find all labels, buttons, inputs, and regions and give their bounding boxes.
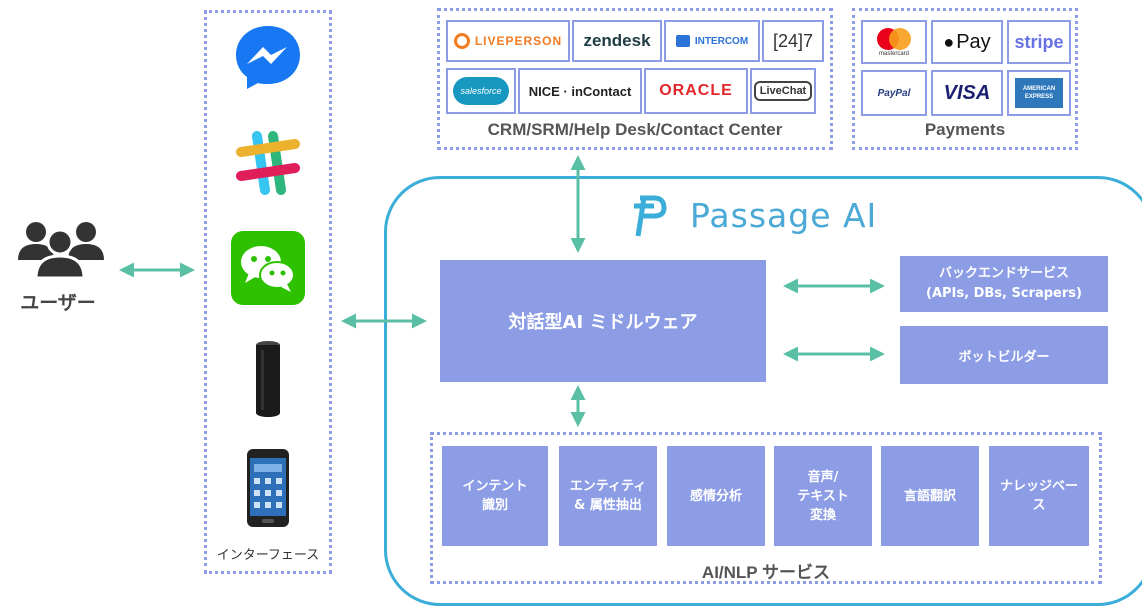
nice-incontact-logo: NICE · inContact [518, 68, 642, 114]
messenger-icon [236, 26, 300, 89]
service-intent: インテント 識別 [442, 446, 548, 546]
slack-icon [236, 131, 300, 195]
service-sentiment: 感情分析 [667, 446, 765, 546]
nlp-caption: AI/NLP サービス [701, 563, 831, 582]
interface-box [204, 10, 332, 574]
intercom-logo: INTERCOM [664, 20, 760, 62]
payments-box [852, 8, 1078, 150]
247-logo: [24]7 [762, 20, 824, 62]
livechat-logo: LiveChat [750, 68, 816, 114]
bot-builder-block: ボットビルダー [900, 326, 1108, 384]
smartphone-icon [247, 449, 289, 527]
stripe-logo: stripe [1007, 20, 1071, 64]
passage-title: Passage AI [690, 196, 878, 235]
users-icon [18, 222, 104, 280]
middleware-block: 対話型AI ミドルウェア [440, 260, 766, 382]
service-knowledge-base: ナレッジベー ス [989, 446, 1089, 546]
oracle-logo: ORACLE [644, 68, 748, 114]
paypal-logo: PayPal [861, 70, 927, 116]
apple-pay-logo: ● Pay [931, 20, 1003, 64]
backend-services-block: バックエンドサービス (APIs, DBs, Scrapers) [900, 256, 1108, 312]
user-label: ユーザー [20, 293, 96, 314]
apple-icon: ● [943, 31, 955, 52]
amazon-echo-icon [256, 341, 280, 417]
mastercard-logo: mastercard [861, 20, 927, 64]
salesforce-logo: salesforce [446, 68, 516, 114]
service-entity: エンティティ & 属性抽出 [559, 446, 657, 546]
interface-label: インターフェース [216, 547, 320, 562]
service-speech-text: 音声/ テキスト 変換 [774, 446, 872, 546]
mastercard-icon [877, 28, 911, 50]
visa-logo: VISA [931, 70, 1003, 116]
crm-caption: CRM/SRM/Help Desk/Contact Center [487, 120, 783, 139]
crm-integrations-box [437, 8, 833, 150]
liveperson-logo: LIVEPERSON [446, 20, 570, 62]
passage-logo-icon [634, 195, 667, 237]
wechat-icon [231, 231, 305, 305]
service-translation: 言語翻訳 [881, 446, 979, 546]
payments-caption: Payments [924, 120, 1006, 139]
zendesk-logo: zendesk [572, 20, 662, 62]
nlp-services-box [430, 432, 1102, 584]
amex-logo: AMERICAN EXPRESS [1007, 70, 1071, 116]
